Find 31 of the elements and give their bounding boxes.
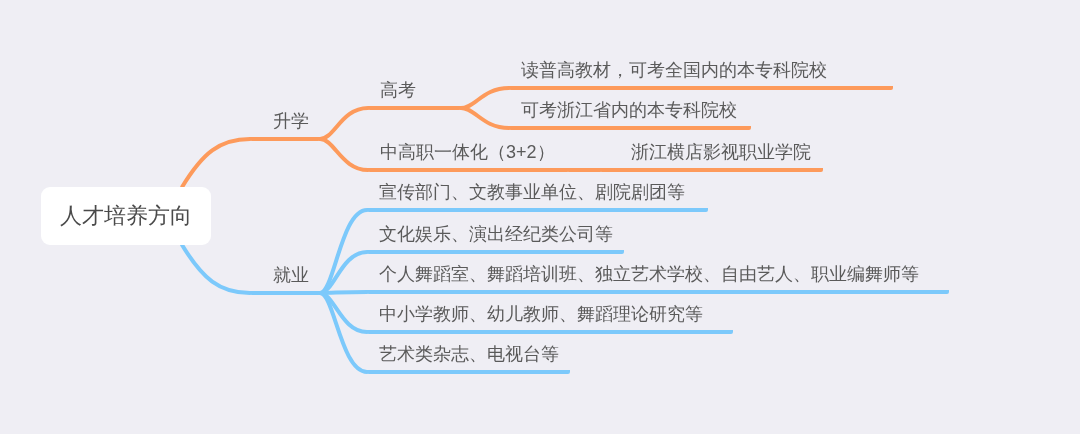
topic-label: 中高职一体化（3+2） <box>380 141 555 163</box>
topic-label: 升学 <box>273 110 309 132</box>
topic-label: 就业 <box>273 264 309 286</box>
topic-label: 读普高教材，可考全国内的本专科院校 <box>521 59 827 81</box>
topic-underline <box>367 304 733 334</box>
topic-underline <box>509 100 751 130</box>
branch-connector <box>180 243 252 295</box>
topic-underline <box>368 80 461 110</box>
topic-label: 可考浙江省内的本专科院校 <box>521 99 737 121</box>
topic-label: 宣传部门、文教事业单位、剧院剧团等 <box>379 181 685 203</box>
topic-underline <box>367 264 949 294</box>
topic-label: 个人舞蹈室、舞蹈培训班、独立艺术学校、自由艺人、职业编舞师等 <box>379 263 919 285</box>
root-topic-label: 人才培养方向 <box>60 202 192 230</box>
branch-connector <box>567 168 602 172</box>
topic-underline <box>250 111 320 141</box>
branch-connector <box>180 137 252 189</box>
topic-underline <box>600 142 823 172</box>
topic-label: 中小学教师、幼儿教师、舞蹈理论研究等 <box>379 303 703 325</box>
topic-label: 文化娱乐、演出经纪类公司等 <box>379 223 613 245</box>
branch-connector <box>459 106 511 130</box>
topic-label: 艺术类杂志、电视台等 <box>379 343 559 365</box>
topic-underline <box>368 142 569 172</box>
topic-underline <box>367 182 708 212</box>
topic-underline <box>250 265 320 295</box>
topic-label: 高考 <box>380 79 416 101</box>
root-topic-box <box>41 187 211 245</box>
topic-underline <box>367 344 570 374</box>
topic-underline <box>367 224 624 254</box>
topic-underline <box>509 60 893 90</box>
topic-label: 浙江横店影视职业学院 <box>631 141 811 163</box>
branch-connector <box>318 137 370 172</box>
